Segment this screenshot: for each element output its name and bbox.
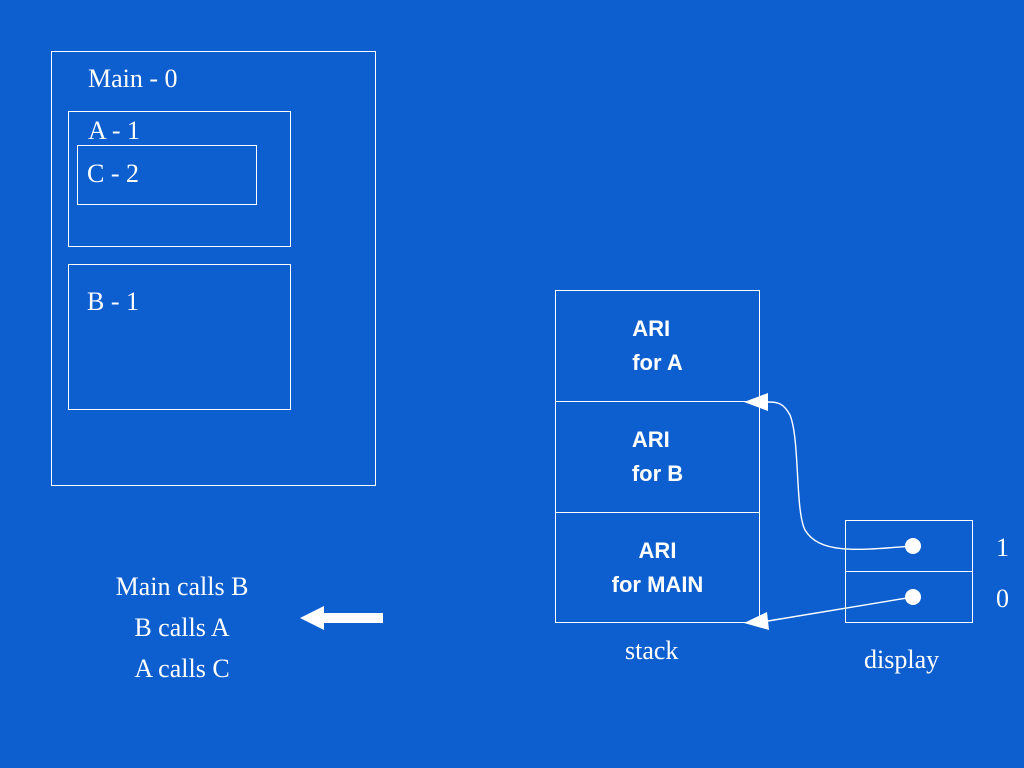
display-cell-0 [846, 572, 972, 623]
scope-label-main: Main - 0 [88, 64, 178, 93]
call-line: Main calls B [115, 572, 249, 601]
scope-label-b: B - 1 [87, 287, 139, 316]
frame-title: ARI [631, 427, 670, 452]
stack-label: stack [625, 636, 679, 665]
scope-box-a: A - 1 [68, 111, 291, 247]
frame-subtitle: for A [632, 350, 683, 375]
scope-box-main: Main - 0 [51, 51, 376, 486]
display-index-1: 1 [996, 533, 1009, 562]
runtime-stack: ARI for A ARI for B ARI for MAIN [555, 290, 760, 623]
display-label: display [864, 645, 940, 674]
frame-title: ARI [632, 316, 671, 341]
scope-label-c: C - 2 [87, 159, 139, 188]
call-line: B calls A [134, 613, 230, 642]
frame-subtitle: for MAIN [611, 572, 704, 597]
display-index-0: 0 [996, 584, 1009, 613]
call-sequence: Main calls B B calls A A calls C [72, 566, 292, 689]
scope-label-a: A - 1 [88, 116, 140, 145]
stack-frame-b: ARI for B [556, 402, 759, 513]
stack-frame-main: ARI for MAIN [556, 513, 759, 623]
frame-title: ARI [638, 538, 677, 563]
scope-box-c: C - 2 [77, 145, 257, 205]
left-arrow-icon [300, 606, 383, 630]
frame-subtitle: for B [631, 461, 684, 486]
call-line: A calls C [134, 654, 230, 683]
stack-frame-a: ARI for A [556, 291, 759, 402]
scope-box-b: B - 1 [68, 264, 291, 410]
display-cell-1 [846, 521, 972, 572]
display-array [845, 520, 973, 623]
